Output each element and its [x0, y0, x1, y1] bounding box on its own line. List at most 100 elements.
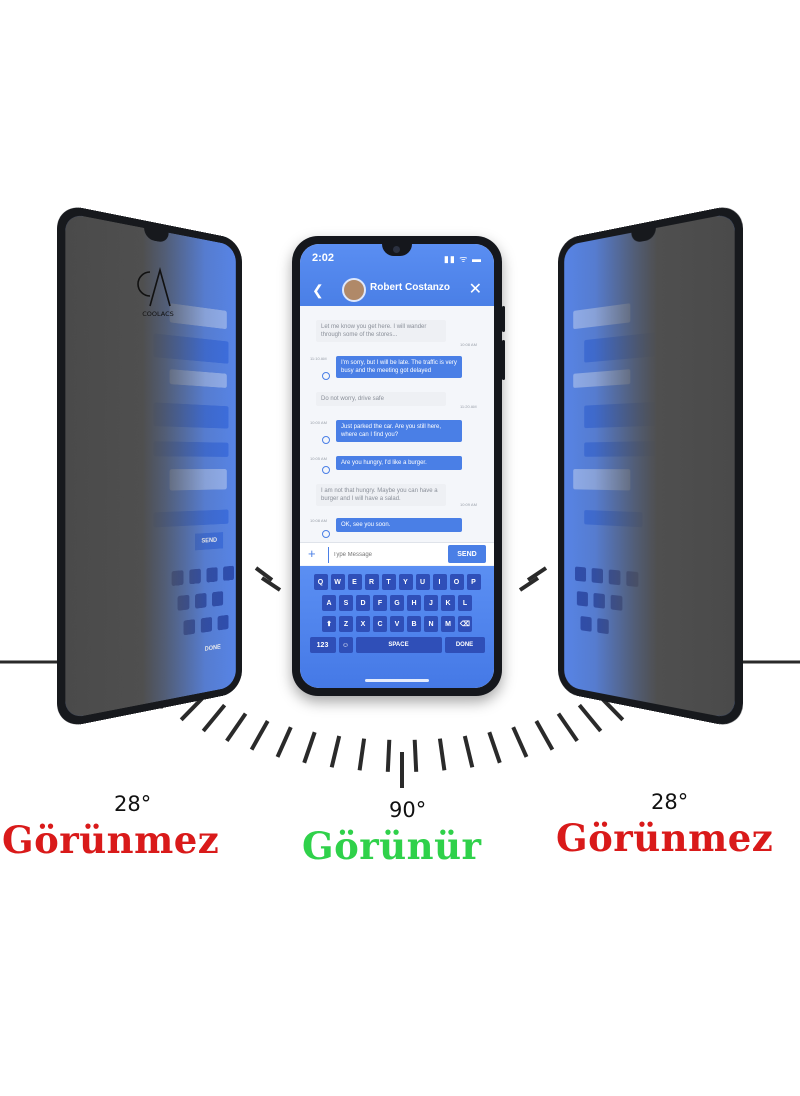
plus-icon[interactable]: +	[308, 546, 316, 561]
status-icons: ▮▮ ᯤ ▬	[444, 252, 482, 265]
key[interactable]: T	[382, 574, 396, 590]
read-check-icon	[322, 372, 330, 380]
key[interactable]: X	[356, 616, 370, 632]
message-time: 10:05 AM	[310, 456, 327, 461]
key[interactable]: K	[441, 595, 455, 611]
numbers-key[interactable]: 123	[310, 637, 336, 653]
phone-screen	[564, 213, 734, 720]
center-phone: 2:02 ▮▮ ᯤ ▬ ❮ Robert Costanzo ✕ Let me k…	[292, 236, 502, 696]
key[interactable]: Q	[314, 574, 328, 590]
message-bubble: Let me know you get here. I will wander …	[316, 320, 446, 342]
chevron-left-icon[interactable]: ❮	[312, 282, 324, 299]
avatar	[342, 278, 366, 302]
key[interactable]: M	[441, 616, 455, 632]
message-bubble: Do not worry, drive safe	[316, 392, 446, 406]
phone-screen: 2:02 ▮▮ ᯤ ▬ ❮ Robert Costanzo ✕ Let me k…	[300, 244, 494, 688]
message-time: 10:08 AM	[310, 518, 327, 523]
message-bubble: Are you hungry, I'd like a burger.	[336, 456, 462, 470]
send-button[interactable]: SEND	[448, 545, 486, 563]
left-angle-label: Görünmez	[2, 818, 219, 862]
keyboard-row-2: A S D F G H J K L	[306, 595, 488, 611]
scale-tick	[388, 740, 390, 772]
scale-tick	[415, 740, 417, 772]
scale-tick	[360, 739, 365, 771]
scale-tick	[304, 732, 315, 763]
scale-tick	[252, 721, 268, 750]
key[interactable]: D	[356, 595, 370, 611]
scale-tick	[558, 714, 577, 741]
center-angle-degree: 90°	[389, 798, 426, 822]
message-time: 10:09 AM	[460, 502, 477, 507]
key[interactable]: I	[433, 574, 447, 590]
scale-tick	[278, 727, 291, 757]
left-angle-degree: 28°	[114, 792, 151, 816]
key[interactable]: V	[390, 616, 404, 632]
key[interactable]: Z	[339, 616, 353, 632]
key[interactable]: P	[467, 574, 481, 590]
keyboard: Q W E R T Y U I O P A S D F G H	[300, 566, 494, 688]
key[interactable]: C	[373, 616, 387, 632]
status-time: 2:02	[312, 252, 334, 264]
privacy-filter	[564, 213, 734, 720]
keyboard-row-4: 123 ☺ SPACE DONE	[306, 637, 488, 653]
key[interactable]: B	[407, 616, 421, 632]
scale-tick	[227, 714, 246, 741]
read-check-icon	[322, 530, 330, 538]
message-bubble: Just parked the car. Are you still here,…	[336, 420, 462, 442]
scale-tick	[489, 732, 500, 763]
key[interactable]: W	[331, 574, 345, 590]
scale-tick	[440, 739, 445, 771]
key[interactable]: Y	[399, 574, 413, 590]
message-list: Let me know you get here. I will wander …	[300, 312, 494, 538]
key[interactable]: U	[416, 574, 430, 590]
key[interactable]: N	[424, 616, 438, 632]
key[interactable]: O	[450, 574, 464, 590]
scale-tick	[203, 705, 224, 731]
center-angle-label: Görünür	[302, 824, 481, 868]
done-key[interactable]: DONE	[445, 637, 485, 653]
scale-tick	[465, 736, 473, 767]
key[interactable]: G	[390, 595, 404, 611]
key[interactable]: A	[322, 595, 336, 611]
emoji-key-icon[interactable]: ☺	[339, 637, 353, 653]
scale-tick	[536, 721, 552, 750]
backspace-key-icon[interactable]: ⌫	[458, 616, 472, 632]
right-angle-degree: 28°	[651, 790, 688, 814]
scale-tick	[579, 705, 600, 731]
key[interactable]: J	[424, 595, 438, 611]
home-indicator	[365, 679, 429, 682]
right-angle-label: Görünmez	[556, 816, 773, 860]
brand-name: COOLACS	[142, 310, 174, 318]
key[interactable]: H	[407, 595, 421, 611]
read-check-icon	[322, 466, 330, 474]
key[interactable]: E	[348, 574, 362, 590]
compose-bar: + SEND	[300, 542, 494, 565]
message-time: 11:10 AM	[310, 356, 327, 361]
message-time: 10:08 AM	[460, 342, 477, 347]
keyboard-row-3: ⬆ Z X C V B N M ⌫	[306, 616, 488, 632]
key[interactable]: S	[339, 595, 353, 611]
message-bubble: I'm sorry, but I will be late. The traff…	[336, 356, 462, 378]
keyboard-row-1: Q W E R T Y U I O P	[306, 574, 488, 590]
key[interactable]: R	[365, 574, 379, 590]
power-button	[502, 340, 505, 380]
space-key[interactable]: SPACE	[356, 637, 442, 653]
scale-tick	[332, 736, 340, 767]
right-phone	[558, 203, 743, 729]
key[interactable]: F	[373, 595, 387, 611]
message-time: 11:20 AM	[460, 404, 477, 409]
volume-button	[502, 306, 505, 332]
shift-key-icon[interactable]: ⬆	[322, 616, 336, 632]
scale-tick	[513, 727, 526, 757]
message-bubble: OK, see you soon.	[336, 518, 462, 532]
key[interactable]: L	[458, 595, 472, 611]
close-icon[interactable]: ✕	[469, 279, 482, 299]
contact-name: Robert Costanzo	[370, 282, 450, 293]
message-time: 10:00 AM	[310, 420, 327, 425]
brand-logo: COOLACS	[136, 266, 180, 322]
message-bubble: I am not that hungry. Maybe you can have…	[316, 484, 446, 506]
read-check-icon	[322, 436, 330, 444]
phone-frame	[558, 203, 743, 729]
message-input[interactable]	[328, 547, 459, 563]
